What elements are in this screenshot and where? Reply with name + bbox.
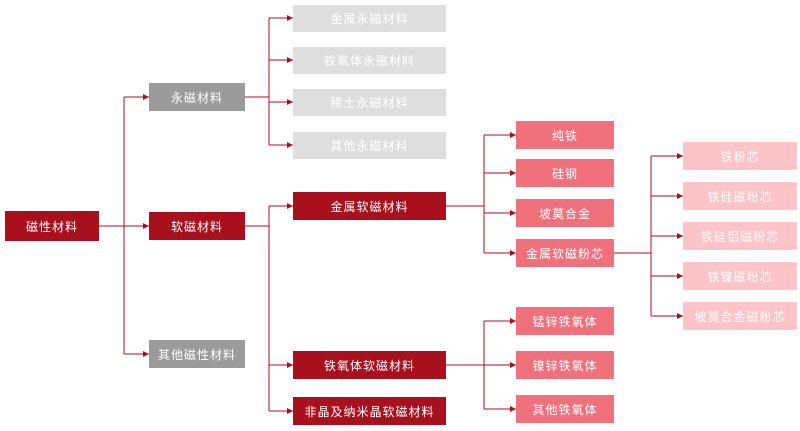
node-ferrite-soft: 铁氧体软磁材料 xyxy=(293,351,446,379)
node-mnzn-ferrite: 锰锌铁氧体 xyxy=(516,307,614,335)
node-permalloy: 坡莫合金 xyxy=(516,199,614,227)
node-pure-iron: 纯铁 xyxy=(516,121,614,149)
node-permalloy-powder-core: 坡莫合金磁粉芯 xyxy=(683,302,797,330)
node-magnetic-materials: 磁性材料 xyxy=(5,211,99,241)
node-iron-powder-core: 铁粉芯 xyxy=(683,142,797,170)
node-metal-soft: 金属软磁材料 xyxy=(293,192,446,220)
node-other-magnetic: 其他磁性材料 xyxy=(149,340,245,368)
node-amorphous-soft: 非晶及纳米晶软磁材料 xyxy=(293,397,446,425)
node-rare-earth-permanent: 稀土永磁材料 xyxy=(293,89,446,116)
node-fesi-powder-core: 铁硅磁粉芯 xyxy=(683,182,797,210)
node-soft-magnet: 软磁材料 xyxy=(149,212,245,240)
node-sendust-powder-core: 铁硅铝磁粉芯 xyxy=(683,222,797,250)
node-other-permanent: 其他永磁材料 xyxy=(293,132,446,159)
node-ferrite-permanent: 铁氧体永磁材料 xyxy=(293,47,446,74)
node-silicon-steel: 硅钢 xyxy=(516,159,614,187)
node-nizn-ferrite: 镍锌铁氧体 xyxy=(516,351,614,379)
node-other-ferrite: 其他铁氧体 xyxy=(516,395,614,423)
node-metal-powder-core: 金属软磁粉芯 xyxy=(516,239,614,267)
node-metal-permanent: 金属永磁材料 xyxy=(293,5,446,32)
node-feni-powder-core: 铁镍磁粉芯 xyxy=(683,262,797,290)
node-permanent-magnet: 永磁材料 xyxy=(149,83,245,111)
